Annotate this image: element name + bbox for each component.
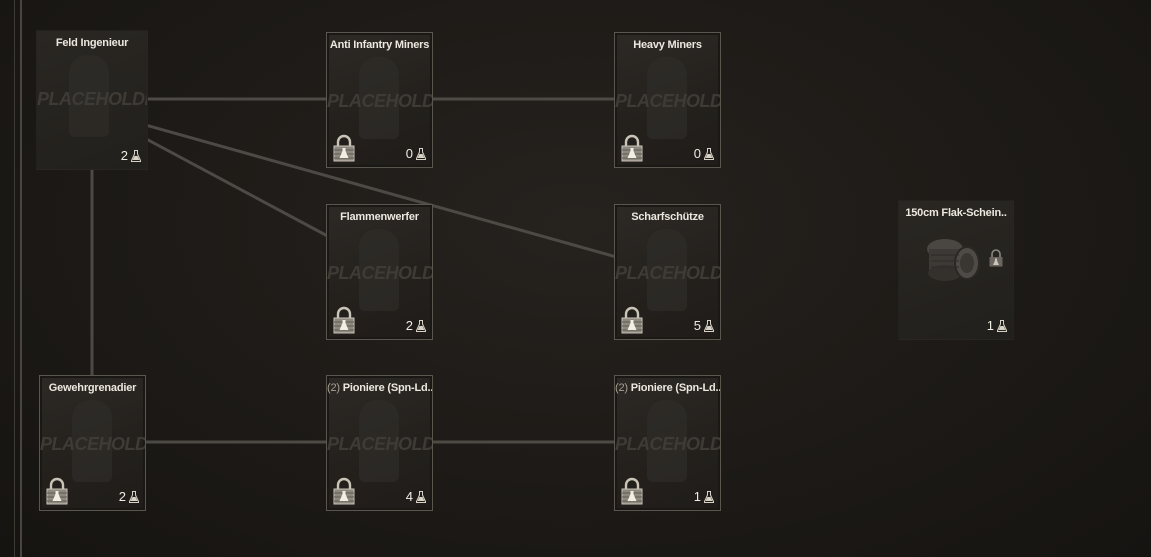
padlock-icon [989,249,1003,267]
padlock-icon [333,477,355,505]
node-title: Flammenwerfer [340,211,419,223]
research-cost: 2 [121,148,141,163]
node-title: Gewehrgrenadier [48,382,137,394]
side-rule-double [20,0,22,557]
placeholder-art: PLACEHOLDER [615,263,720,283]
cost-value: 2 [120,148,128,163]
node-title: 150cm Flak-Schein.. [905,207,1007,219]
research-cost: 0 [694,146,714,161]
tree-node-heavy-miners[interactable]: Heavy Miners PLACEHOLDER 0 [614,32,721,168]
node-title: Scharfschütze [631,211,704,223]
unit-portrait [69,55,109,137]
tree-node-scharfschutze[interactable]: Scharfschütze PLACEHOLDER 5 [614,204,721,340]
placeholder-art: PLACEHOLDER [327,263,432,283]
cost-value: 2 [405,318,413,333]
tree-node-gewehrgrenadier[interactable]: Gewehrgrenadier PLACEHOLDER 2 [39,375,146,511]
tree-node-flak-schein[interactable]: 150cm Flak-Schein.. 1 [898,200,1014,340]
cost-value: 1 [693,489,701,504]
placeholder-art: PLACEHOLDER [37,89,147,109]
research-cost: 2 [119,489,139,504]
node-title-text: Pioniere (Spn-Ld.. [342,382,432,394]
unit-portrait [647,400,687,482]
research-cost: 2 [406,318,426,333]
cost-value: 4 [405,489,413,504]
placeholder-art: PLACEHOLDER [615,434,720,454]
tree-node-anti-infantry-miners[interactable]: Anti Infantry Miners PLACEHOLDER 0 [326,32,433,168]
flask-icon [704,319,714,332]
node-title-text: Pioniere (Spn-Ld.. [630,382,720,394]
padlock-icon [333,134,355,162]
tree-node-pioniere-1[interactable]: (2) Pioniere (Spn-Ld.. PLACEHOLDER 4 [326,375,433,511]
research-cost: 0 [406,146,426,161]
cost-value: 1 [986,318,994,333]
squad-count: (2) [327,382,340,394]
tree-node-flammenwerfer[interactable]: Flammenwerfer PLACEHOLDER 2 [326,204,433,340]
flask-icon [416,147,426,160]
flask-icon [131,149,141,162]
research-cost: 4 [406,489,426,504]
searchlight-vehicle-icon [927,239,980,281]
flask-icon [416,319,426,332]
padlock-icon [46,477,68,505]
flask-icon [704,490,714,503]
unit-portrait [359,57,399,139]
tree-node-pioniere-2[interactable]: (2) Pioniere (Spn-Ld.. PLACEHOLDER 1 [614,375,721,511]
unit-portrait [647,229,687,311]
unit-portrait [359,400,399,482]
flask-icon [997,319,1007,332]
node-title: (2) Pioniere (Spn-Ld.. [327,382,432,394]
padlock-icon [333,306,355,334]
placeholder-art: PLACEHOLDER [327,434,432,454]
research-cost: 1 [694,489,714,504]
connector-feld-to-scharfschutze [90,108,622,260]
unit-portrait [72,400,112,482]
flask-icon [704,147,714,160]
cost-value: 5 [693,318,701,333]
flask-icon [416,490,426,503]
unit-portrait [359,229,399,311]
node-title: Anti Infantry Miners [329,39,430,51]
node-title: Heavy Miners [633,39,702,51]
cost-value: 0 [693,146,701,161]
placeholder-art: PLACEHOLDER [327,91,432,111]
research-cost: 5 [694,318,714,333]
placeholder-art: PLACEHOLDER [615,91,720,111]
padlock-icon [621,134,643,162]
node-title: Feld Ingenieur [55,37,129,49]
padlock-icon [621,477,643,505]
flask-icon [129,490,139,503]
squad-count: (2) [615,382,628,394]
side-rule [14,0,15,557]
cost-value: 2 [118,489,126,504]
placeholder-art: PLACEHOLDER [40,434,145,454]
padlock-icon [621,306,643,334]
node-title: (2) Pioniere (Spn-Ld.. [615,382,720,394]
research-cost: 1 [987,318,1007,333]
cost-value: 0 [405,146,413,161]
tree-node-feld-ingenieur[interactable]: Feld Ingenieur PLACEHOLDER 2 [36,30,148,170]
unit-portrait [647,57,687,139]
